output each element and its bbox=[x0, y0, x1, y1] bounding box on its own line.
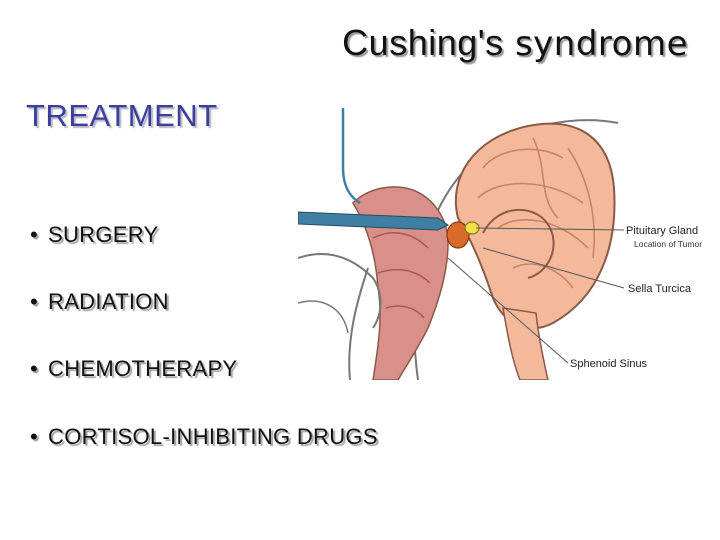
list-item-radiation: • RADIATION bbox=[30, 289, 169, 315]
section-heading: TREATMENT bbox=[26, 98, 218, 133]
brain-shape bbox=[454, 122, 616, 330]
title-part-cushings: Cushing's bbox=[342, 22, 504, 63]
jaw bbox=[298, 300, 349, 334]
leader-sella bbox=[482, 247, 625, 289]
bullet-icon: • bbox=[30, 222, 39, 247]
list-item-surgery: • SURGERY bbox=[30, 222, 159, 248]
instrument-handle bbox=[341, 108, 361, 205]
list-item-label: CORTISOL-INHIBITING DRUGS bbox=[48, 424, 378, 449]
surgical-instrument bbox=[298, 211, 449, 231]
bullet-icon: • bbox=[30, 289, 39, 314]
leader-sphenoid bbox=[447, 257, 569, 364]
label-sella-turcica: Sella Turcica bbox=[628, 283, 692, 295]
tumor bbox=[446, 221, 470, 249]
list-item-cortisol-inhibiting-drugs: • CORTISOL-INHIBITING DRUGS bbox=[30, 424, 378, 450]
bullet-icon: • bbox=[30, 356, 39, 381]
label-pituitary-gland: Pituitary Gland bbox=[626, 225, 698, 237]
list-item-label: CHEMOTHERAPY bbox=[48, 356, 238, 381]
label-location-of-tumor: Location of Tumor bbox=[634, 239, 702, 249]
face-outline bbox=[348, 267, 369, 380]
brainstem bbox=[502, 307, 549, 380]
brain-inner-arc bbox=[482, 208, 555, 279]
palate bbox=[298, 253, 382, 329]
list-item-label: RADIATION bbox=[48, 289, 169, 314]
leader-pituitary bbox=[475, 227, 625, 231]
nasal-lines bbox=[372, 232, 431, 319]
pituitary-surgery-illustration: Pituitary Gland Location of Tumor Sella … bbox=[298, 108, 702, 380]
list-item-chemotherapy: • CHEMOTHERAPY bbox=[30, 356, 237, 382]
title-part-syndrome: syndrome bbox=[503, 24, 688, 64]
label-sphenoid-sinus: Sphenoid Sinus bbox=[570, 358, 648, 370]
slide-title: Cushing's syndrome bbox=[342, 22, 688, 64]
list-item-label: SURGERY bbox=[48, 222, 159, 247]
bullet-icon: • bbox=[30, 424, 39, 449]
